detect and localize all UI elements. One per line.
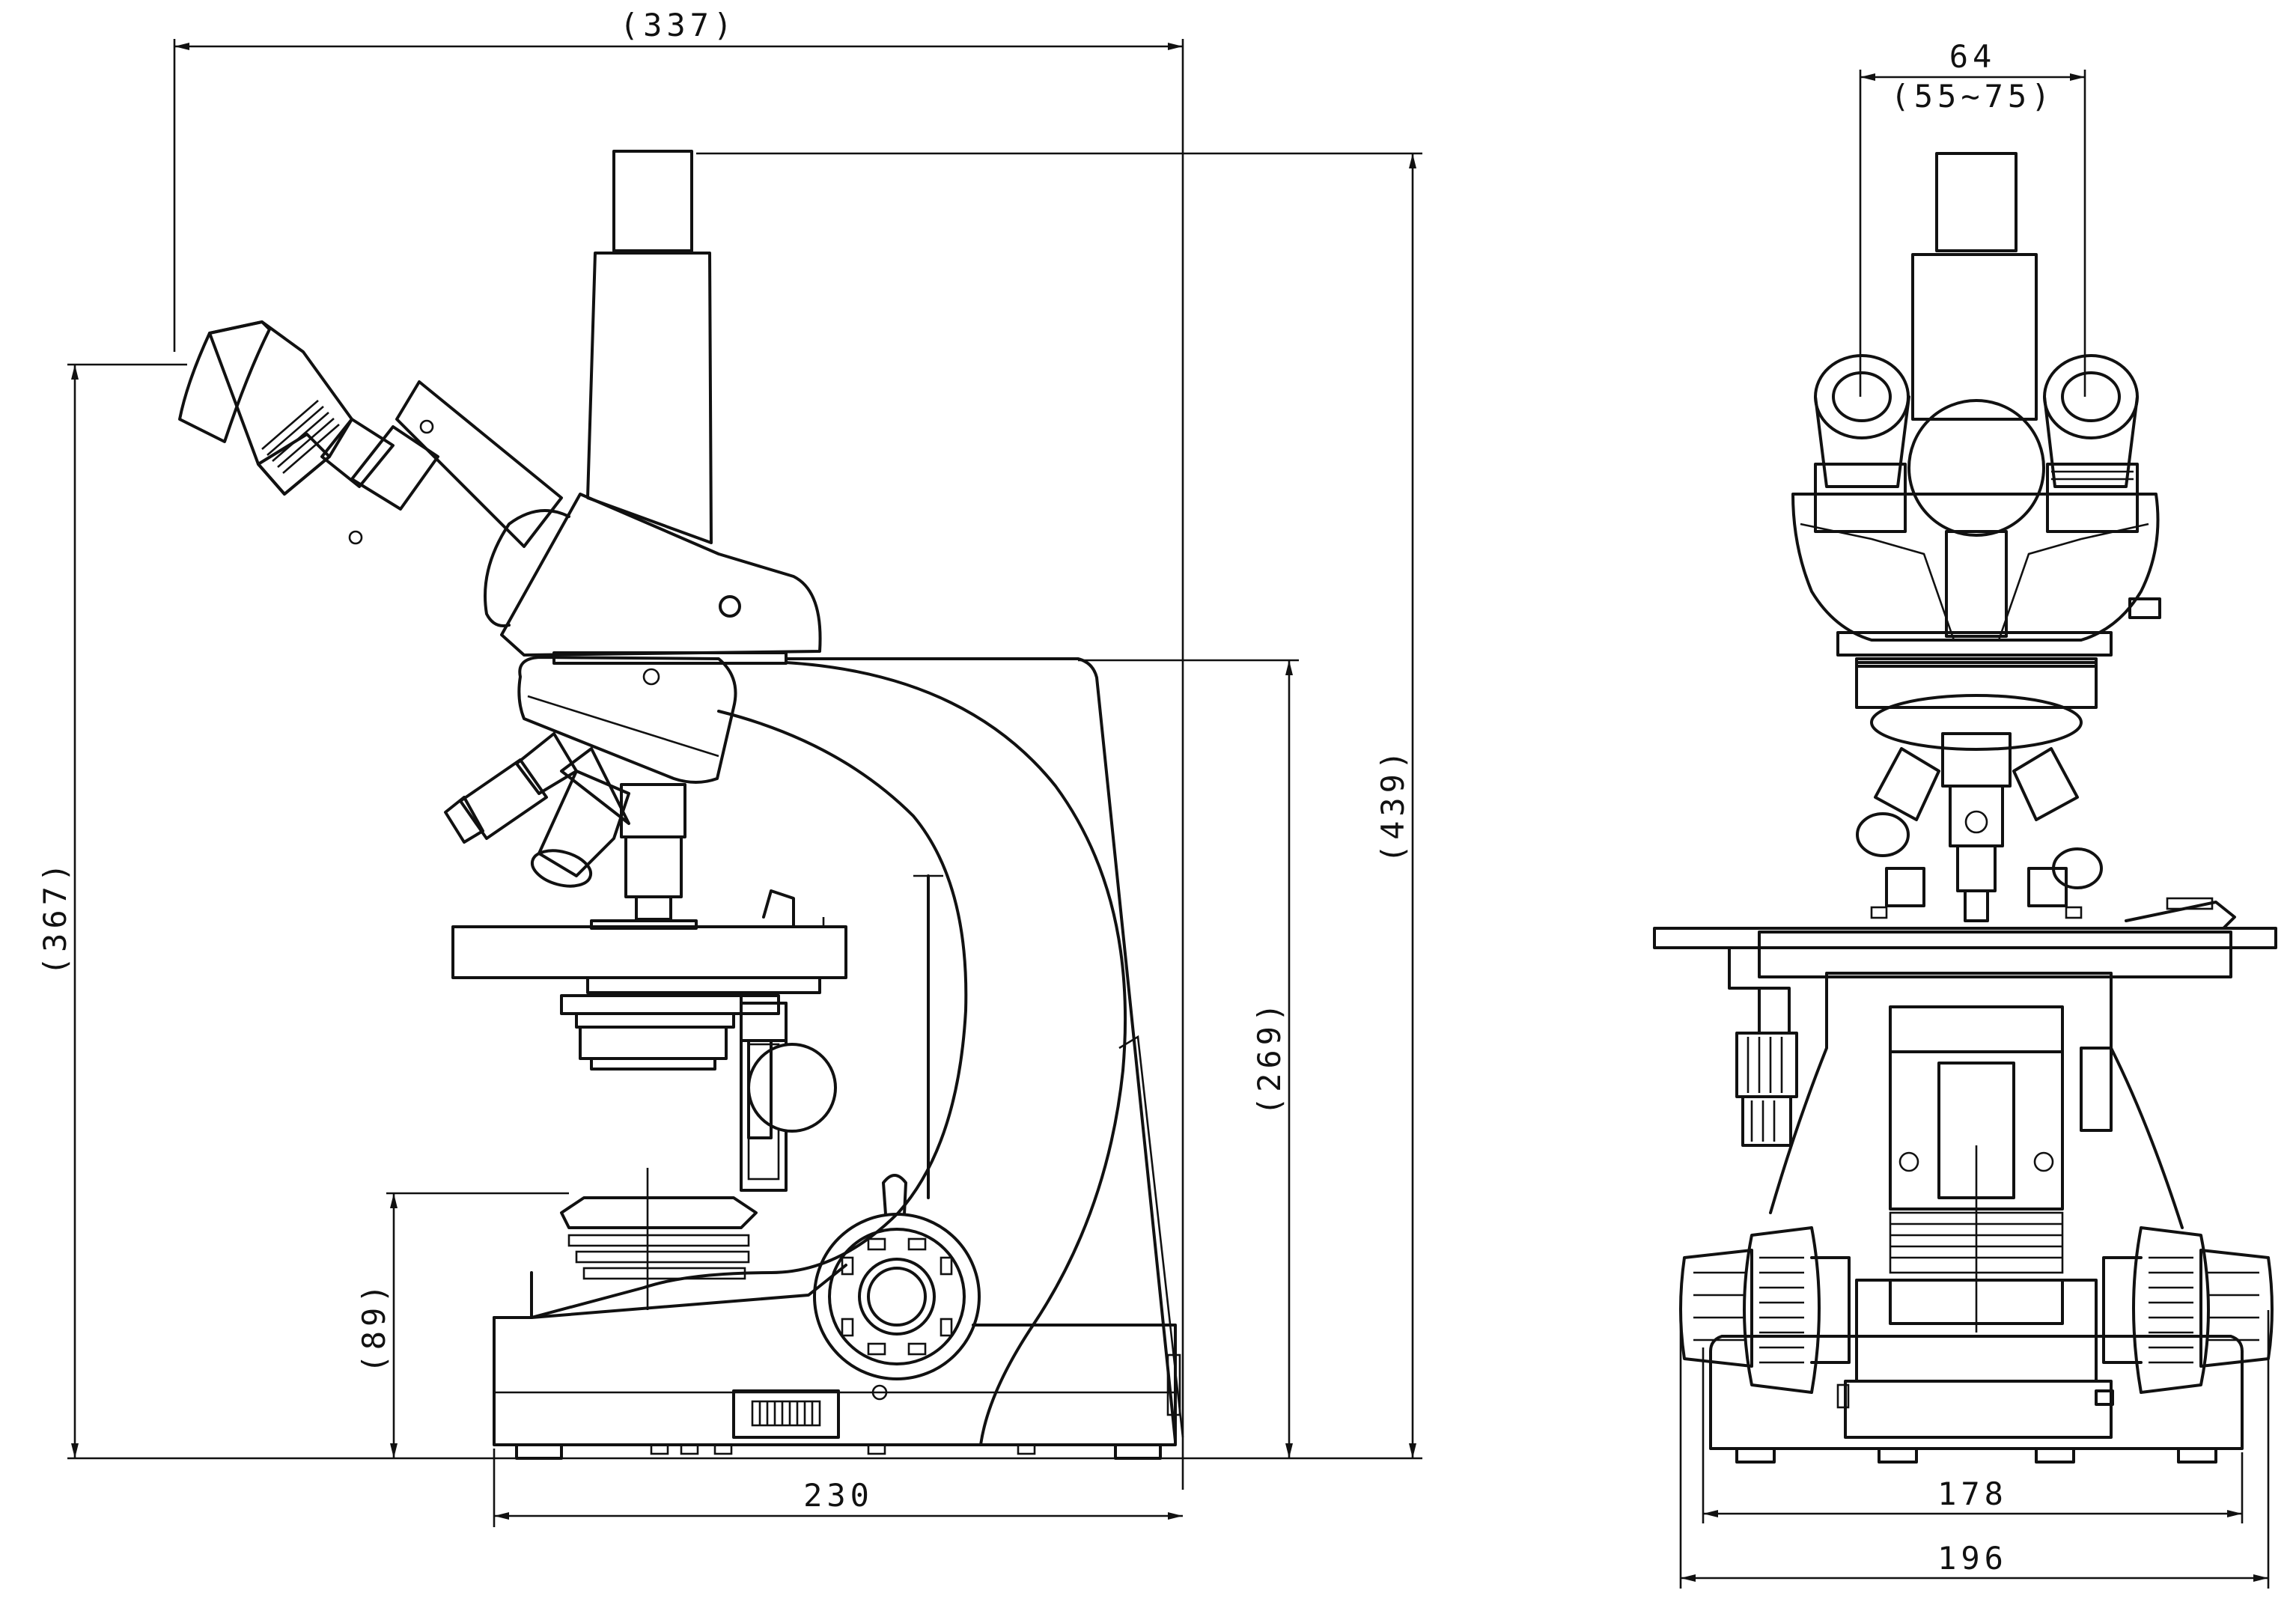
side-arm — [785, 657, 1177, 1443]
eyepiece-tube — [395, 380, 563, 548]
front-eyepieces — [1814, 354, 2139, 533]
side-dimensions: (337) (367) (439) (269) (89) 230 — [37, 7, 1422, 1527]
focus-knob — [813, 1213, 981, 1380]
side-base — [493, 1316, 1177, 1446]
front-objectives — [1856, 732, 2103, 922]
dim-side-arm-height: (269) — [1251, 999, 1288, 1115]
dim-front-interpupillary-range: (55~75) — [1890, 78, 2054, 115]
eyepiece — [208, 320, 353, 496]
trinocular-head — [500, 493, 822, 657]
front-photo-tube — [1935, 152, 2018, 252]
photo-tube — [612, 150, 693, 252]
objective-lenses — [444, 732, 686, 921]
front-stage — [1653, 927, 2277, 949]
dim-front-interpupillary: 64 — [1949, 38, 1997, 75]
field-lens — [560, 1196, 758, 1229]
dim-front-base-width: 178 — [1937, 1476, 2008, 1512]
dim-side-overall-width: (337) — [620, 7, 737, 43]
front-dimensions: 64 (55~75) 178 196 — [1679, 38, 2270, 1589]
dim-side-condenser-height: (89) — [356, 1279, 392, 1373]
dim-side-base-width: 230 — [803, 1477, 874, 1514]
stage-knob — [747, 1043, 837, 1133]
side-view — [178, 150, 1184, 1460]
front-base — [1709, 1350, 2244, 1450]
side-stage — [451, 925, 847, 979]
front-head — [1791, 493, 2160, 642]
dim-side-eyepiece-height: (367) — [37, 859, 73, 975]
nosepiece — [517, 656, 737, 784]
dim-front-overall-width: 196 — [1937, 1540, 2008, 1577]
front-view — [1653, 152, 2277, 1464]
dim-side-total-height: (439) — [1374, 746, 1411, 863]
light-intensity-window — [732, 1389, 840, 1439]
